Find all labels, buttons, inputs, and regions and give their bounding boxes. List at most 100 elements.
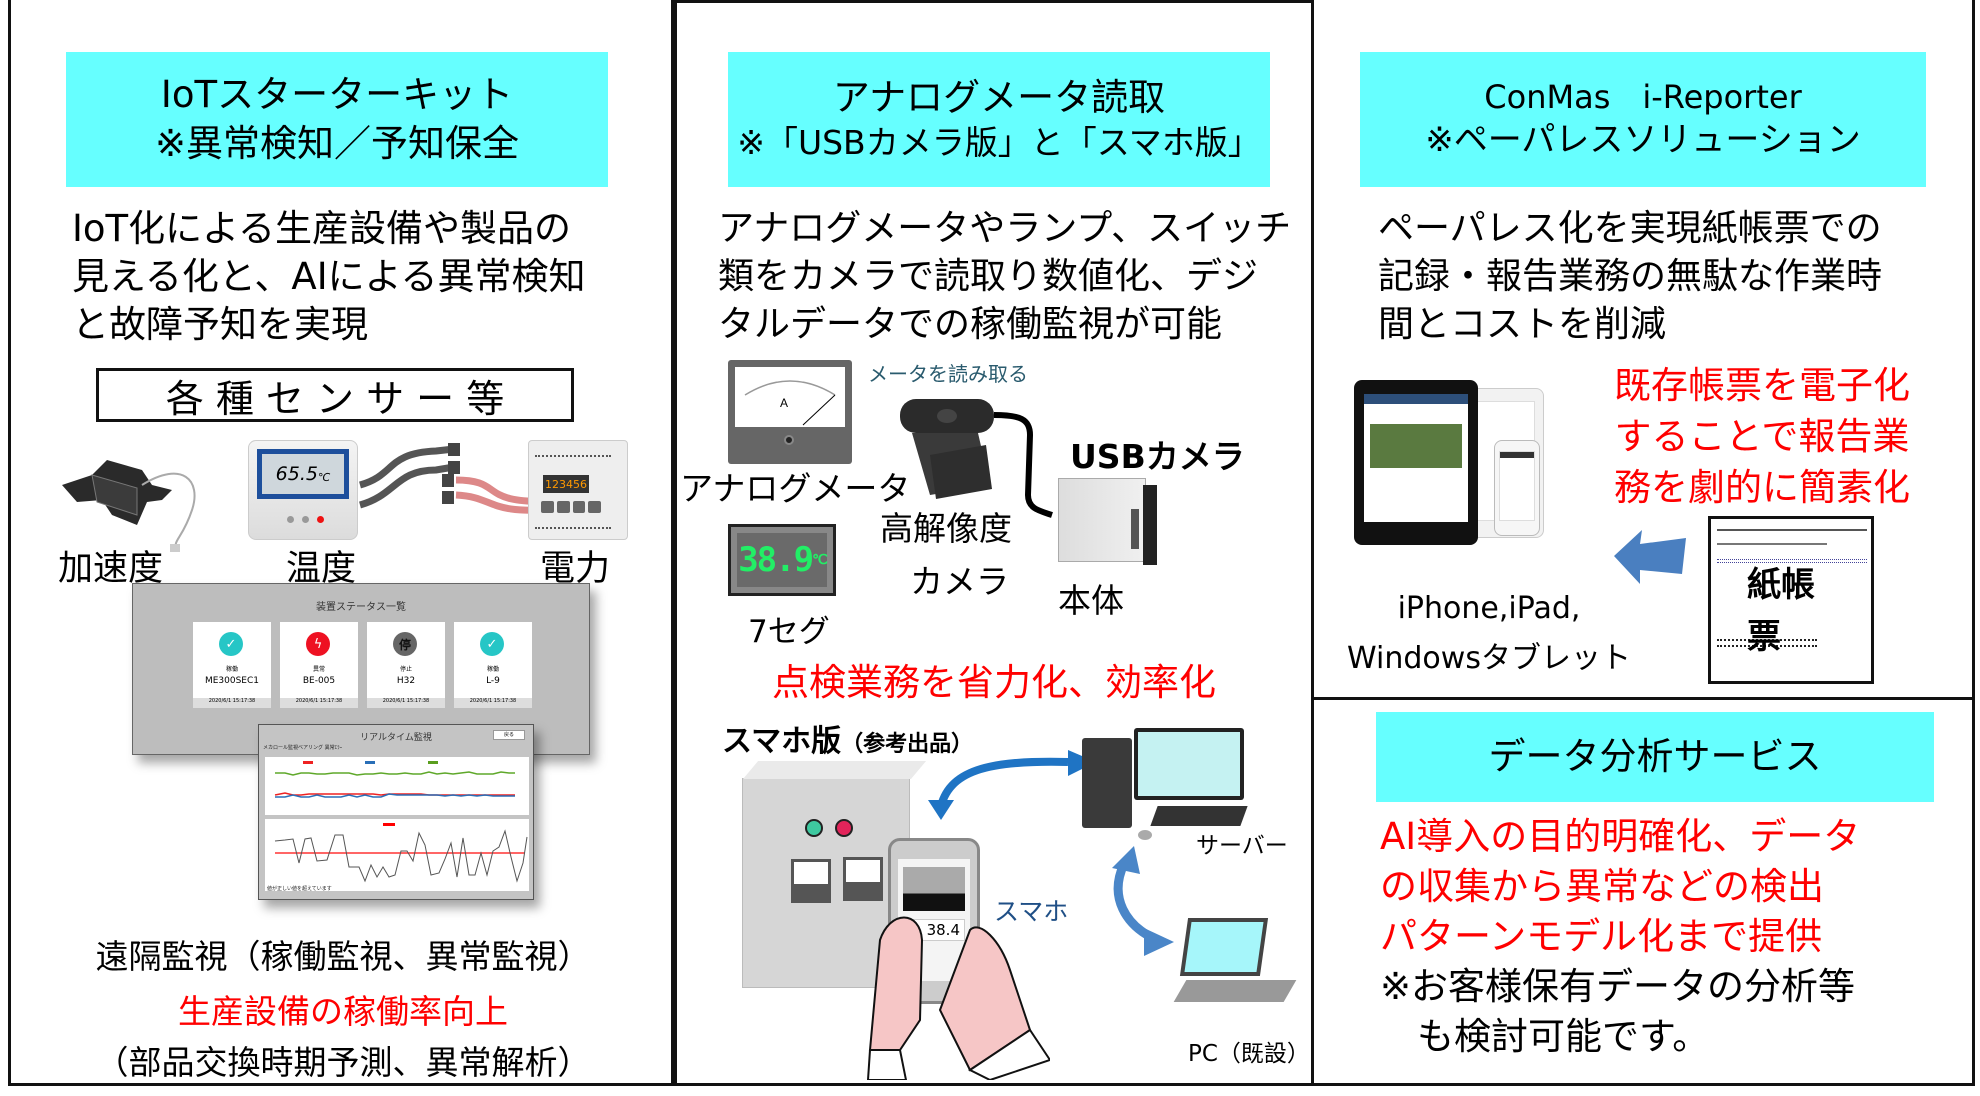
sensors-box-label: 各 種 セ ン サ ー 等 <box>165 376 505 421</box>
iot-header-title: IoTスターターキット <box>160 73 514 117</box>
camera-label-resolution: 高解像度 <box>880 509 1012 548</box>
analog-meter-label: アナログメータ <box>680 469 911 508</box>
temperature-unit: ℃ <box>317 470 331 484</box>
device-status-label: 異常 <box>312 666 325 673</box>
realtime-charts <box>265 757 529 891</box>
analog-header: アナログメータ読取 ※「USBカメラ版」と「スマホ版」 <box>728 52 1270 187</box>
device-card[interactable]: ✓ 稼働 L-9 2020/6/1 15:17:38 <box>454 622 532 708</box>
laptop-icon <box>1173 918 1297 1018</box>
accelerometer-icon <box>62 460 196 552</box>
iot-description-line: IoT化による生産設備や製品の <box>72 207 572 250</box>
sensor-cables <box>358 443 556 514</box>
device-timestamp: 2020/6/1 15:17:38 <box>193 698 271 708</box>
iot-description: IoT化による生産設備や製品の 見える化と、AIによる異常検知 と故障予知を実現 <box>72 205 586 349</box>
data-analysis-highlight-line: パターンモデル化まで提供 <box>1380 915 1823 958</box>
smartphone-label: スマホ <box>994 897 1069 926</box>
data-analysis-note-line: も検討可能です。 <box>1380 1015 1710 1058</box>
device-name: H32 <box>396 676 416 686</box>
device-timestamp: 2020/6/1 15:17:38 <box>367 698 445 708</box>
device-status-label: 停止 <box>399 666 412 673</box>
data-analysis-highlight-line: の収集から異常などの検出 <box>1380 865 1824 908</box>
conmas-header: ConMas i-Reporter ※ペーパレスソリューション <box>1360 52 1926 187</box>
device-card[interactable]: ϟ 異常 BE-005 2020/6/1 15:17:38 <box>280 622 358 708</box>
back-button[interactable]: 戻る <box>493 730 525 740</box>
convert-arrow-icon <box>1614 530 1686 584</box>
series-red-line <box>274 792 515 796</box>
paper-form-label-line: 紙帳 <box>1747 565 1815 605</box>
iot-header: IoTスターターキット ※異常検知／予知保全 <box>66 52 608 187</box>
sensors-box: 各 種 セ ン サ ー 等 <box>96 368 574 422</box>
iot-caption-analysis: （部品交換時期予測、異常解析） <box>95 1043 591 1082</box>
realtime-monitor-footer: 値が正しい値を超えています <box>267 886 332 892</box>
main-unit-label: 本体 <box>1058 581 1124 620</box>
paper-form-label-line: 票 <box>1747 617 1781 657</box>
conmas-description-line: ペーパレス化を実現紙帳票での <box>1378 208 1882 249</box>
analog-description-line: タルデータでの稼働監視が可能 <box>718 304 1223 345</box>
sensor-label-power: 電力 <box>540 549 611 589</box>
device-card[interactable]: ✓ 稼働 ME300SEC1 2020/6/1 15:17:38 <box>193 622 271 708</box>
pc-label: PC（既設） <box>1188 1041 1310 1067</box>
analog-meter-icon: A <box>728 360 852 464</box>
conmas-highlight: 既存帳票を電子化 することで報告業 務を劇的に簡素化 <box>1614 360 1910 513</box>
series-green-line <box>275 771 515 776</box>
realtime-monitor-title: リアルタイム監視 <box>360 733 432 743</box>
sync-arrow-icon <box>928 750 1096 820</box>
conmas-description: ペーパレス化を実現紙帳票での 記録・報告業務の無駄な作業時 間とコストを削減 <box>1378 205 1882 349</box>
webcam-icon <box>900 399 1053 518</box>
smartphone-version-title: スマホ版（参考出品） <box>722 716 973 760</box>
analog-meter-unit: A <box>780 396 788 410</box>
hands-icon <box>866 916 1050 1080</box>
sensor-label-acceleration: 加速度 <box>58 549 164 589</box>
data-analysis-note-line: ※お客様保有データの分析等 <box>1380 965 1856 1008</box>
smartphone-version-note: （参考出品） <box>841 732 974 757</box>
conmas-highlight-line: 務を劇的に簡素化 <box>1614 466 1910 509</box>
iot-caption-uptime: 生産設備の稼働率向上 <box>178 992 508 1031</box>
realtime-monitor-subtitle: メカロール監視ベアリング 異常ｴﾗｰ <box>263 745 343 751</box>
alert-icon: ϟ <box>306 632 330 656</box>
server-icon <box>1082 718 1282 840</box>
temperature-value: 65.5 <box>275 463 318 485</box>
data-analysis-header-title: データ分析サービス <box>1488 734 1822 778</box>
conmas-highlight-line: 既存帳票を電子化 <box>1614 364 1910 407</box>
seven-segment-value: 38.9 <box>738 540 814 580</box>
device-name: L-9 <box>486 676 500 686</box>
tablets-icon <box>1354 380 1574 548</box>
read-meter-label: メータを読み取る <box>868 362 1028 386</box>
power-value: 123456 <box>543 475 589 493</box>
conmas-description-line: 記録・報告業務の無駄な作業時 <box>1378 256 1883 297</box>
paper-form-icon: 紙帳 票 <box>1708 516 1874 684</box>
series-blue-line <box>275 793 515 798</box>
conmas-header-subtitle: ※ペーパレスソリューション <box>1425 120 1861 161</box>
supported-devices-line: Windowsタブレット <box>1347 641 1631 676</box>
smartphone-version-label: スマホ版 <box>722 724 842 759</box>
device-status-title: 装置ステータス一覧 <box>316 602 406 613</box>
paper-form-label: 紙帳 票 <box>1747 559 1815 663</box>
analog-description: アナログメータやランプ、スイッチ 類をカメラで読取り数値化、デジ タルデータでの… <box>718 205 1291 349</box>
supported-devices-label: iPhone,iPad, Windowsタブレット <box>1334 584 1644 684</box>
analog-header-subtitle: ※「USBカメラ版」と「スマホ版」 <box>737 123 1261 163</box>
iot-description-line: と故障予知を実現 <box>72 303 368 346</box>
conmas-description-line: 間とコストを削減 <box>1378 304 1667 345</box>
power-meter: 123456 <box>528 440 628 540</box>
device-status-label: 稼働 <box>225 666 238 673</box>
iot-description-line: 見える化と、AIによる異常検知 <box>72 255 586 298</box>
sensor-label-temperature: 温度 <box>286 549 357 589</box>
device-status-label: 稼働 <box>486 666 499 673</box>
analog-description-line: アナログメータやランプ、スイッチ <box>718 208 1292 249</box>
sync-arrow-icon <box>1112 846 1174 956</box>
analog-header-title: アナログメータ読取 <box>832 76 1166 119</box>
series-gray-line <box>274 829 528 883</box>
data-analysis-highlight-line: AI導入の目的明確化、データ <box>1380 815 1861 858</box>
device-timestamp: 2020/6/1 15:17:38 <box>454 698 532 708</box>
device-card[interactable]: 停 停止 H32 2020/6/1 15:17:38 <box>367 622 445 708</box>
usb-camera-label: USBカメラ <box>1070 437 1245 476</box>
check-icon: ✓ <box>219 632 243 656</box>
check-icon: ✓ <box>480 632 504 656</box>
conmas-highlight-line: することで報告業 <box>1614 415 1910 458</box>
device-name: ME300SEC1 <box>204 676 260 686</box>
data-analysis-header: データ分析サービス <box>1376 712 1934 802</box>
server-label: サーバー <box>1196 833 1288 859</box>
device-name: BE-005 <box>302 676 336 686</box>
iot-caption-remote-monitoring: 遠隔監視（稼働監視、異常監視） <box>95 937 591 976</box>
camera-label-camera: カメラ <box>910 562 1009 601</box>
